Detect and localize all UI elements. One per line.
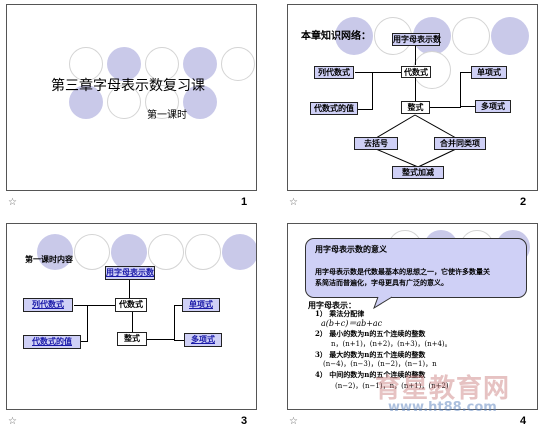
watermark-url: www.ht88.com <box>388 400 497 415</box>
node-duoxiang[interactable]: 多项式 <box>184 333 222 347</box>
connector <box>129 280 130 299</box>
slide-number: 2 <box>520 196 527 208</box>
slide-title: 第三章字母表示数复习课 <box>51 78 205 94</box>
slide-heading: 第一课时内容 <box>25 254 73 264</box>
callout-body: 用字母表示数是代数最基本的思想之一，它使许多数量关 <box>315 267 490 276</box>
connector <box>430 107 460 108</box>
star-icon: ☆ <box>289 197 298 208</box>
connector <box>132 312 133 332</box>
connector <box>460 106 476 107</box>
node-qiuzhi[interactable]: 代数式的值 <box>310 102 358 115</box>
callout-body: 系简洁而普遍化，字母更具有广泛的意义。 <box>315 278 448 287</box>
node-root[interactable]: 用字母表示数 <box>105 266 155 280</box>
decor-circle <box>335 17 373 55</box>
decor-circle <box>107 85 141 119</box>
decor-circle <box>183 85 217 119</box>
decor-circle <box>145 47 179 81</box>
connector <box>87 305 88 341</box>
decor-circle <box>185 234 221 270</box>
decor-circle <box>69 47 103 81</box>
connector <box>358 109 373 110</box>
connector <box>415 78 416 101</box>
decor-circle <box>491 17 529 55</box>
item-expr: a(b+c)＝ab+ac <box>321 319 383 328</box>
item-label: 3） 最大的数为n的五个连续的整数 <box>315 350 426 359</box>
node-lieshi[interactable]: 列代数式 <box>23 298 73 312</box>
node-danxiang[interactable]: 单项式 <box>471 66 507 79</box>
decor-circle <box>74 234 110 270</box>
item-expr: n，(n+1)，(n+2)，(n+3)，(n+4)。 <box>331 340 452 348</box>
decor-circle <box>222 234 256 270</box>
connector-lines <box>375 114 457 168</box>
connector <box>460 72 461 108</box>
node-jiajian[interactable]: 整式加减 <box>392 166 444 179</box>
star-icon: ☆ <box>8 416 17 427</box>
node-daishushi[interactable]: 代数式 <box>401 66 431 78</box>
slide-4[interactable]: 用字母表示数的意义 用字母表示数是代数最基本的思想之一，它使许多数量关 系简洁而… <box>287 223 538 410</box>
node-root[interactable]: 用字母表示数 <box>392 33 441 46</box>
item-expr: (n−4)，(n−3)，(n−2)，(n−1)，n <box>323 360 437 368</box>
connector <box>355 72 402 73</box>
connector <box>174 305 175 340</box>
item-label: 1） 乘法分配律 <box>315 309 365 318</box>
callout-box: 用字母表示数的意义 用字母表示数是代数最基本的思想之一，它使许多数量关 系简洁而… <box>305 238 527 298</box>
node-duoxiang[interactable]: 多项式 <box>475 100 511 113</box>
node-qiuzhi[interactable]: 代数式的值 <box>23 335 81 349</box>
node-qukuohao[interactable]: 去括号 <box>354 137 398 150</box>
decor-circle <box>148 234 184 270</box>
connector <box>74 305 116 306</box>
node-lieshi[interactable]: 列代数式 <box>314 66 354 79</box>
watermark-text: 育星教育网 <box>375 374 511 404</box>
section-title: 用字母表示： <box>308 300 356 310</box>
decor-circle <box>37 234 73 270</box>
connector <box>372 72 373 109</box>
slide-heading: 本章知识网络： <box>301 31 371 42</box>
decor-circle <box>221 47 255 81</box>
slide-3[interactable]: 第一课时内容 用字母表示数 列代数式 代数式 单项式 代数式的值 整式 多项式 <box>6 223 257 410</box>
connector <box>147 339 174 340</box>
item-expr: (n−2)，(n−1)，n，(n+1)，(n+2) <box>335 382 449 390</box>
connector <box>80 341 88 342</box>
node-hebing[interactable]: 合并同类项 <box>434 137 486 150</box>
node-danxiang[interactable]: 单项式 <box>182 298 220 312</box>
slide-number: 1 <box>241 196 248 208</box>
connector <box>174 340 184 341</box>
item-label: 2） 最小的数为n的五个连续的整数 <box>315 329 426 338</box>
decor-circle <box>107 47 141 81</box>
node-zhengshi[interactable]: 整式 <box>117 332 147 346</box>
decor-circle <box>452 17 490 55</box>
slide-2[interactable]: 本章知识网络： 用字母表示数 列代数式 代数式 单项式 代数式的值 整式 多项式… <box>287 4 538 191</box>
slide-1[interactable]: 第三章字母表示数复习课 第一课时 <box>6 4 257 191</box>
callout-title: 用字母表示数的意义 <box>315 244 387 254</box>
decor-circle <box>183 47 217 81</box>
connector <box>174 305 182 306</box>
slide-number: 4 <box>520 415 527 427</box>
connector <box>415 45 416 65</box>
node-daishushi[interactable]: 代数式 <box>115 298 147 312</box>
slide-subtitle: 第一课时 <box>147 110 187 121</box>
node-zhengshi[interactable]: 整式 <box>401 101 430 114</box>
item-label: 4） 中间的数为n的五个连续的整数 <box>315 370 426 379</box>
star-icon: ☆ <box>289 416 298 427</box>
callout-pointer <box>373 296 393 310</box>
decor-circle <box>69 85 103 119</box>
star-icon: ☆ <box>8 197 17 208</box>
connector <box>460 72 472 73</box>
decor-circle <box>145 85 179 119</box>
decor-circle <box>111 234 147 270</box>
slide-number: 3 <box>241 415 248 427</box>
